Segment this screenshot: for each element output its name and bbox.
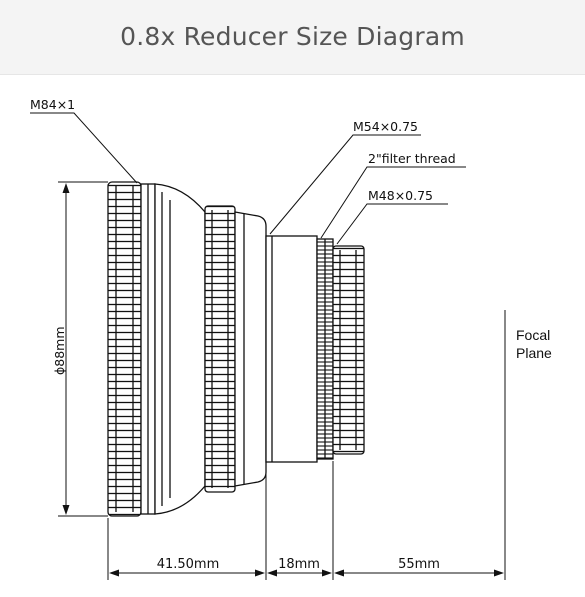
- label-m54: M54×0.75: [353, 119, 418, 134]
- header-bar: 0.8x Reducer Size Diagram: [0, 0, 585, 75]
- label-m84: M84×1: [30, 97, 75, 112]
- label-m48: M48×0.75: [368, 188, 433, 203]
- dimension-back-focus: 55mm: [398, 557, 440, 572]
- middle-knurl-ring: [204, 205, 236, 493]
- leader-m48: [336, 203, 448, 245]
- diameter-dimension: [58, 181, 108, 517]
- page-title: 0.8x Reducer Size Diagram: [120, 22, 465, 51]
- label-plane: Plane: [516, 345, 552, 361]
- length-dimensions: [107, 461, 504, 580]
- lens-body: [107, 181, 365, 517]
- leader-m54: [269, 134, 421, 235]
- label-focal: Focal: [516, 327, 550, 343]
- dimension-middle-length: 18mm: [278, 557, 320, 572]
- m54-cylinder: [265, 235, 318, 463]
- leader-lines: [30, 112, 466, 245]
- m48-knurl-ring: [332, 245, 365, 455]
- dimension-front-length: 41.50mm: [157, 557, 220, 572]
- label-diameter: ɸ88mm: [52, 326, 67, 375]
- front-knurl-ring: [107, 181, 142, 517]
- leader-m84: [30, 112, 138, 184]
- label-filter-thread: 2"filter thread: [368, 151, 456, 166]
- leader-filter: [320, 166, 466, 239]
- rear-body: [234, 211, 267, 487]
